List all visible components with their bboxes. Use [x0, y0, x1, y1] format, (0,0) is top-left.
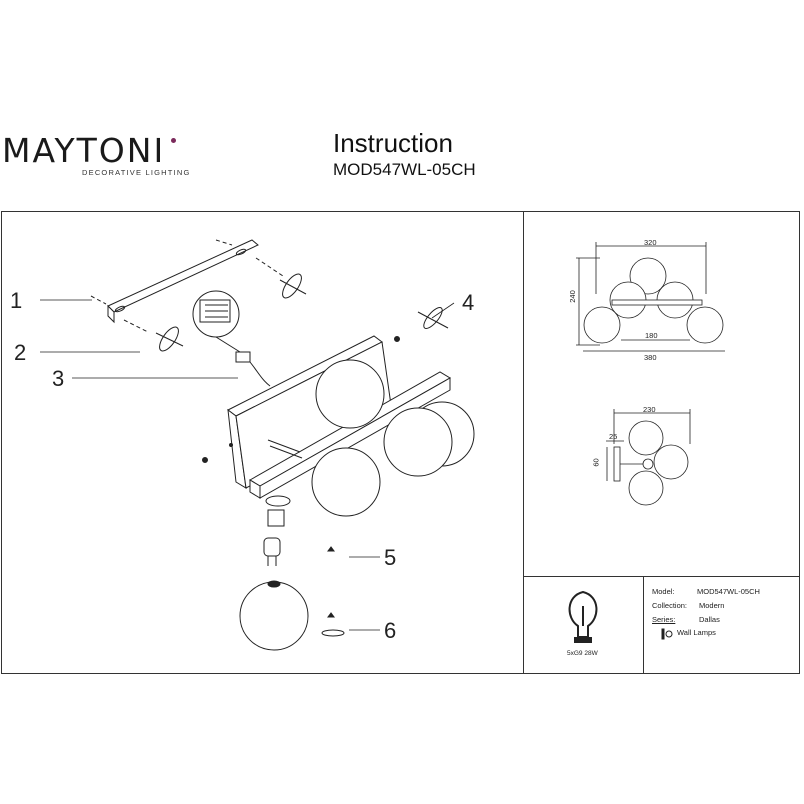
step-number-2: 2: [14, 340, 27, 365]
brand-name: MAYTONI: [2, 131, 166, 170]
g9-bulb: [263, 537, 281, 566]
step-number-6: 6: [384, 618, 397, 643]
step-number-5: 5: [384, 545, 397, 570]
brand-accent-dot: [171, 138, 176, 143]
terminal-block: [192, 290, 271, 387]
lamp-arm: [249, 371, 451, 499]
screw-set: [90, 239, 284, 333]
brand-tagline: DECORATIVE LIGHTING: [82, 168, 191, 177]
wall-anchor-right: [279, 273, 307, 299]
rotate-arrow: [321, 546, 345, 637]
brand-logo: MAYTONI DECORATIVE LIGHTING: [2, 131, 191, 178]
frame-divider-horizontal: [523, 576, 800, 577]
step-number-3: 3: [52, 366, 65, 391]
spec-collection-label: Collection:: [652, 601, 688, 610]
spec-type-value: Wall Lamps: [677, 628, 716, 637]
step-number-4: 4: [462, 290, 475, 315]
screw-cap: [202, 307, 449, 463]
wall-anchor-left: [155, 326, 184, 352]
dim-inner-width: 180: [645, 331, 658, 340]
frame-divider-vertical: [523, 211, 524, 674]
model-code: MOD547WL-05CH: [333, 160, 476, 179]
light-bulb-icon: [568, 590, 598, 643]
dim-depth: 230: [643, 405, 656, 414]
glass-globes: [311, 359, 475, 517]
shade-globe: [239, 580, 309, 651]
dim-plate: 60: [591, 458, 601, 467]
dim-total-width: 380: [644, 353, 657, 362]
socket: [265, 495, 291, 527]
dim-arm: 25: [609, 432, 618, 441]
instruction-frame: [1, 211, 800, 674]
dim-height: 240: [567, 290, 577, 303]
page-title: Instruction: [333, 128, 453, 158]
spec-series-label: Series:: [652, 615, 676, 624]
spec-collection-value: Modern: [699, 601, 725, 610]
leader-lines: [40, 299, 455, 631]
dimension-drawing-side: [606, 409, 691, 506]
dim-top-width: 320: [644, 238, 657, 247]
step-number-1: 1: [10, 288, 23, 313]
bulb-spec: 5xG9 28W: [567, 650, 598, 657]
mounting-bracket: [107, 239, 259, 324]
spec-model-label: Model:: [652, 587, 675, 596]
spec-model-value: MOD547WL-05CH: [697, 587, 760, 596]
spec-divider: [643, 576, 644, 674]
dimension-drawing-front: [576, 242, 725, 352]
spec-series-value: Dallas: [699, 615, 720, 624]
wall-lamp-icon: [661, 628, 673, 640]
